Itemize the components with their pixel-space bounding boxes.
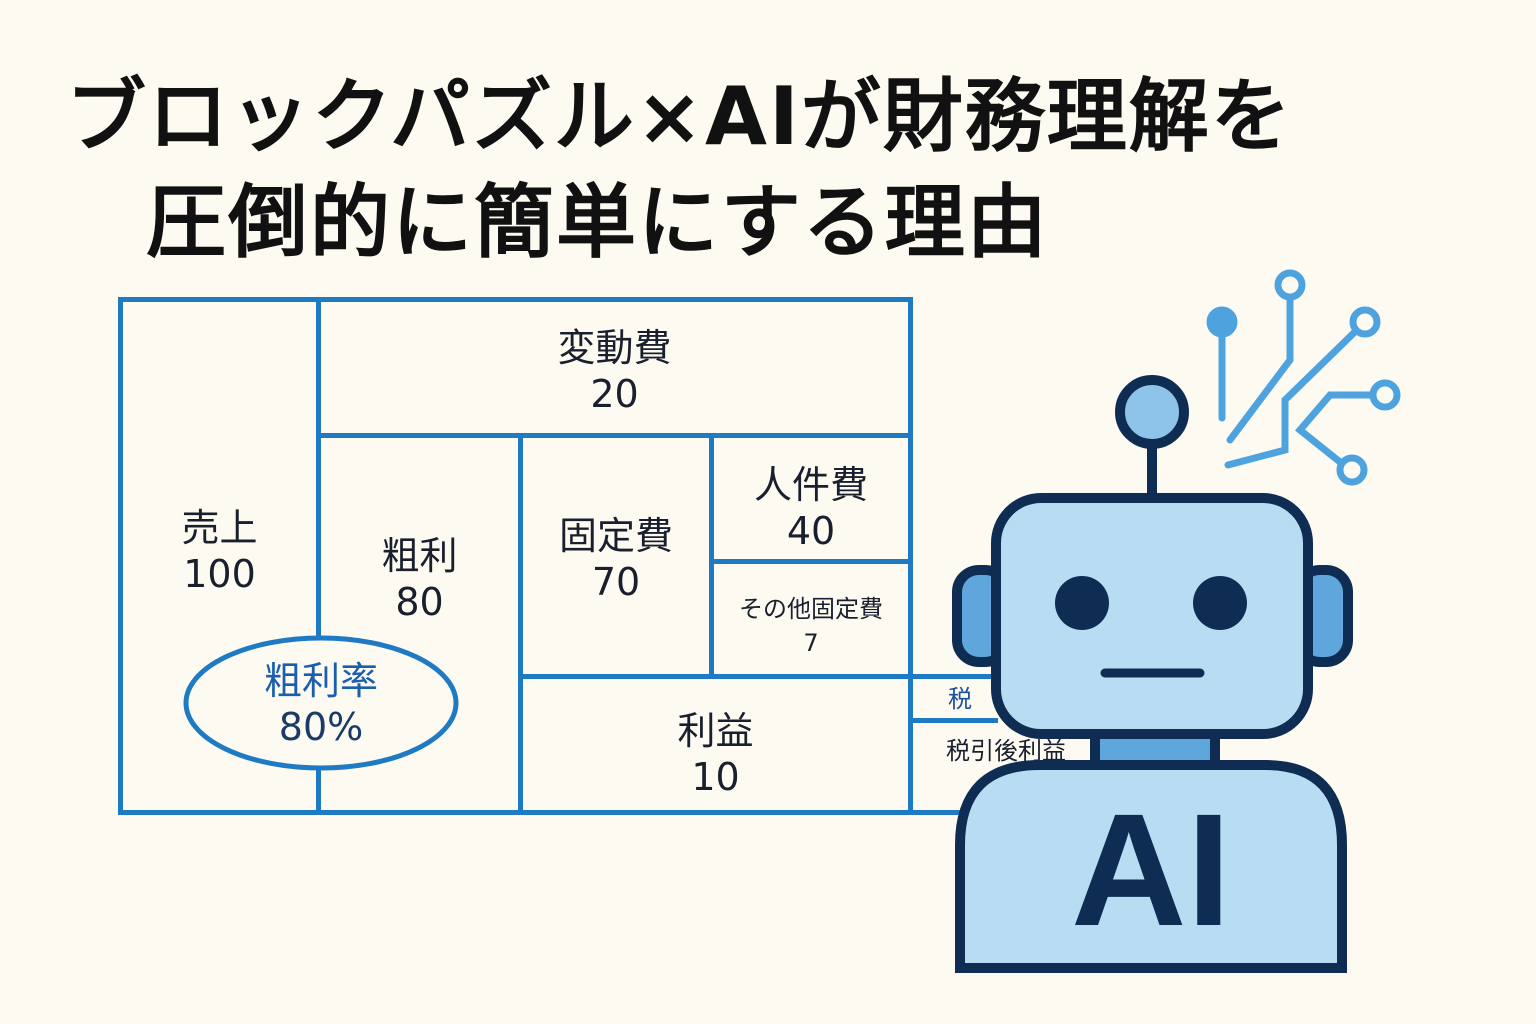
divider <box>518 674 998 679</box>
other-fixed-cost-label: その他固定費 <box>739 595 883 623</box>
personnel-cost-value: 40 <box>786 509 836 553</box>
fixed-cost-value: 70 <box>591 560 641 604</box>
block-personnel-cost: 人件費 40 <box>714 462 908 554</box>
robot-ai-badge: AI <box>1071 780 1231 959</box>
profit-label: 利益 <box>677 709 754 753</box>
block-variable-cost: 変動費 20 <box>321 325 908 417</box>
robot-body <box>955 760 1347 973</box>
gross-margin-label: 粗利率 <box>263 659 378 703</box>
gross-margin-value: 80% <box>278 705 364 749</box>
divider <box>118 297 913 302</box>
block-other-fixed-cost: その他固定費 7 <box>714 592 908 660</box>
block-tax: 税 <box>948 682 972 716</box>
gross-profit-label: 粗利 <box>381 534 458 578</box>
block-fixed-cost: 固定費 70 <box>523 513 709 605</box>
block-sales: 売上 100 <box>123 505 316 597</box>
title-line-2: 圧倒的に簡単にする理由 <box>146 176 1049 269</box>
divider <box>118 297 123 815</box>
block-profit: 利益 10 <box>523 708 908 800</box>
other-fixed-cost-value: 7 <box>803 629 819 657</box>
fixed-cost-label: 固定費 <box>558 514 673 558</box>
eye-icon <box>1193 576 1247 630</box>
divider <box>908 718 998 723</box>
antenna-icon <box>1115 375 1189 449</box>
tax-label: 税 <box>948 685 972 713</box>
eye-icon <box>1055 576 1109 630</box>
divider <box>709 559 913 564</box>
divider <box>709 433 714 678</box>
gross-profit-value: 80 <box>395 580 444 624</box>
divider <box>518 433 523 815</box>
divider <box>118 810 960 815</box>
divider <box>316 297 321 815</box>
divider <box>908 297 913 815</box>
divider <box>316 433 913 438</box>
sales-value: 100 <box>183 552 256 596</box>
sales-label: 売上 <box>181 506 258 550</box>
variable-cost-label: 変動費 <box>557 326 672 370</box>
gross-margin-badge: 粗利率 80% <box>186 658 456 750</box>
variable-cost-value: 20 <box>590 372 639 416</box>
profit-value: 10 <box>691 755 740 799</box>
robot-head <box>991 493 1313 739</box>
circuit-icon <box>1206 269 1401 486</box>
block-gross-profit: 粗利 80 <box>321 533 518 625</box>
title-line-1: ブロックパズル×AIが財務理解を <box>66 70 1293 163</box>
personnel-cost-label: 人件費 <box>753 463 868 507</box>
